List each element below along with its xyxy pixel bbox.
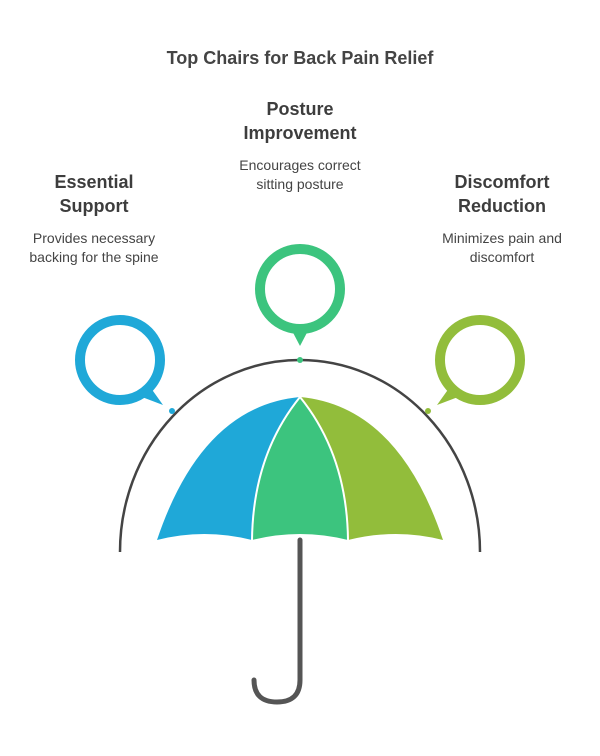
bubble-right-tail [437, 384, 466, 405]
desc-line: Encourages correct [239, 157, 361, 173]
bubble-center-ring [255, 244, 345, 334]
desc-discomfort-reduction: Minimizes pain and discomfort [422, 229, 582, 267]
canopy-seam-right [299, 396, 349, 541]
umbrella-canopy [157, 396, 443, 541]
marker-dot-center [297, 357, 303, 363]
bubble-center-tail [289, 325, 311, 346]
desc-line: Minimizes pain and [442, 230, 562, 246]
page-title: Top Chairs for Back Pain Relief [166, 48, 434, 68]
canopy-right-panel [300, 397, 443, 540]
umbrella-handle [251, 537, 303, 705]
heading-line: Reduction [458, 196, 546, 216]
canopy-left-panel [157, 397, 300, 540]
heading-line: Support [59, 196, 129, 216]
heading-line: Essential [54, 172, 134, 192]
bubble-center [255, 244, 345, 346]
bubble-left [75, 315, 165, 405]
desc-line: sitting posture [256, 176, 344, 192]
desc-line: Provides necessary [32, 230, 156, 246]
heading-line: Posture [266, 99, 334, 119]
marker-dot-left [169, 408, 175, 414]
desc-essential-support: Provides necessary backing for the spine [14, 229, 174, 267]
heading-essential-support: Essential Support [14, 170, 174, 218]
bubble-left-tail [134, 384, 163, 405]
canopy-seam-left [251, 396, 301, 541]
heading-discomfort-reduction: Discomfort Reduction [422, 170, 582, 218]
bubble-left-ring [75, 315, 165, 405]
canopy-center-panel [252, 397, 348, 540]
marker-dot-right [425, 408, 431, 414]
bubble-right [435, 315, 525, 405]
desc-line: backing for the spine [29, 249, 159, 265]
heading-line: Improvement [243, 123, 357, 143]
bubble-right-ring [435, 315, 525, 405]
desc-line: discomfort [469, 249, 535, 265]
heading-line: Discomfort [454, 172, 550, 192]
heading-posture-improvement: Posture Improvement [210, 97, 390, 145]
desc-posture-improvement: Encourages correct sitting posture [210, 156, 390, 194]
